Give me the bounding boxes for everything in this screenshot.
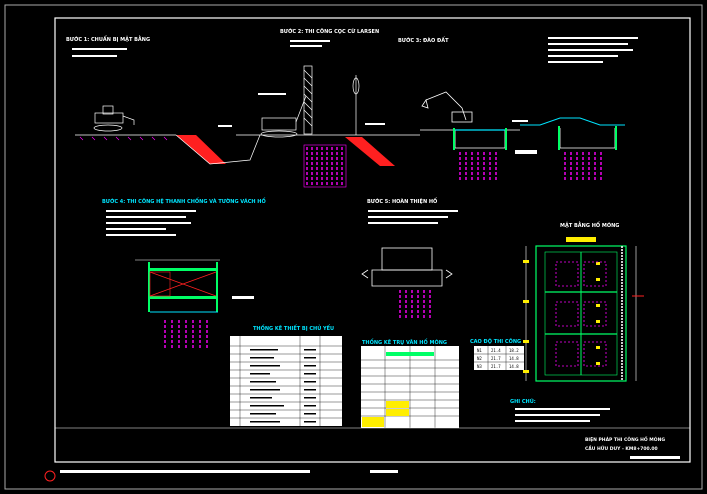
pile-group-2 [303,144,347,188]
slope-red-1 [176,135,226,164]
step4-title: BƯỚC 4: THI CÔNG HỆ THANH CHỐNG VÀ TƯỜNG… [102,197,266,205]
t3-r3-c3: 14.8 [509,364,519,369]
table3: N1 21.4 18.2 N2 21.7 14.8 N3 21.7 14.8 [474,346,524,370]
vibro-hammer [352,75,360,135]
notes-title: GHI CHÚ: [510,398,536,405]
t3-r3-c2: 21.7 [491,364,501,369]
strut-section [135,259,254,350]
step1-notes [72,48,127,57]
pile-group-5 [399,290,431,320]
cad-ucs-icon [44,470,56,482]
table2 [361,346,459,428]
table1 [230,336,342,426]
table3-title: CAO ĐỘ THI CÔNG [470,338,521,345]
t3-r1-c1: N1 [477,348,482,353]
notes-lines [515,408,610,422]
excavator-arm [421,91,473,123]
excavator-bulldozer [93,105,135,132]
t3-r3-c1: N3 [477,364,482,369]
labels-step2 [218,93,385,127]
slope-red-2 [345,137,395,166]
t3-r2-c2: 21.7 [491,356,501,361]
step2-title: BƯỚC 2: THI CÔNG CỌC CỪ LARSEN [280,28,379,35]
pier-foundation [361,247,453,287]
step5-title: BƯỚC 5: HOÀN THIỆN HỐ [367,197,437,205]
t3-r1-c3: 18.2 [509,348,519,353]
step1-title: BƯỚC 1: CHUẨN BỊ MẶT BẰNG [66,35,150,43]
ground-marks-1 [79,136,168,141]
excavation-pit-3b [512,117,625,180]
table2-title: THỐNG KÊ TRỤ VÂN HỐ MÓNG [362,338,447,346]
pile-driver-rig [260,65,313,138]
step4-notes [106,210,196,236]
step2-notes [290,40,330,47]
plan-title: MẶT BẰNG HỐ MÓNG [560,221,619,229]
outer-frame [4,4,703,490]
t3-r2-c1: N2 [477,356,482,361]
title-block-line1: BIỆN PHÁP THI CÔNG HỐ MÓNG [585,435,665,443]
excavation-pit-3 [420,128,520,182]
step3-title: BƯỚC 3: ĐÀO ĐẤT [398,36,449,44]
title-block-line2: CẦU HỮU DUY - KM8+700.00 [585,443,658,452]
plan-view [523,237,644,382]
inner-frame [54,17,691,463]
step3-notes [548,37,638,63]
slope-outline-1 [175,134,261,165]
title-block-strip [60,456,680,473]
table1-title: THỐNG KÊ THIẾT BỊ CHỦ YẾU [253,324,334,332]
t3-r2-c3: 14.8 [509,356,519,361]
t3-r1-c2: 21.4 [491,348,501,353]
step5-notes [368,210,458,224]
